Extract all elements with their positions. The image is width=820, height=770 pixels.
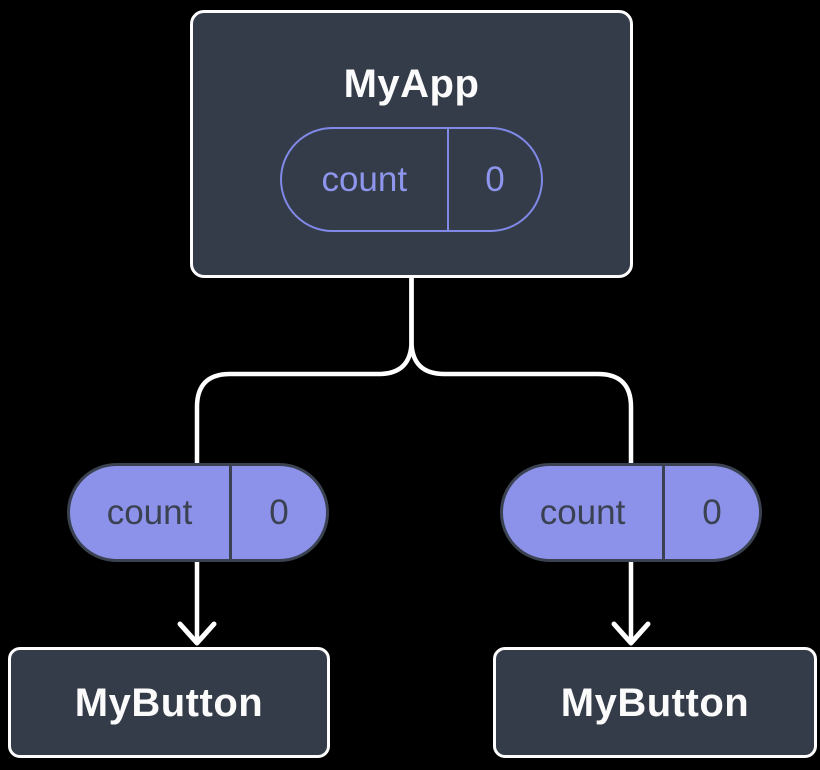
node-myapp: MyApp count 0 <box>190 10 633 278</box>
state-pill-value: 0 <box>485 159 505 199</box>
arrowhead-left-icon <box>177 621 217 646</box>
node-myapp-title: MyApp <box>343 62 480 106</box>
prop-pill-right-divider <box>662 466 665 559</box>
state-pill-myapp: count 0 <box>280 127 543 232</box>
prop-pill-left-divider <box>229 466 232 559</box>
connector-root-to-left <box>194 273 414 466</box>
prop-pill-right-name: count <box>539 492 626 532</box>
prop-pill-right-value: 0 <box>702 492 722 532</box>
prop-pill-right: count 0 <box>500 463 762 562</box>
node-mybutton-left-title: MyButton <box>74 680 264 725</box>
arrowhead-right-icon <box>611 621 651 646</box>
state-pill-name: count <box>321 159 408 199</box>
node-mybutton-left: MyButton <box>8 647 330 758</box>
connector-root-to-right <box>409 273 634 466</box>
state-pill-divider <box>446 129 449 230</box>
prop-pill-left-value: 0 <box>269 492 289 532</box>
prop-pill-left: count 0 <box>67 463 329 562</box>
prop-pill-left-name: count <box>106 492 193 532</box>
node-mybutton-right: MyButton <box>493 647 817 758</box>
node-mybutton-right-title: MyButton <box>560 680 750 725</box>
